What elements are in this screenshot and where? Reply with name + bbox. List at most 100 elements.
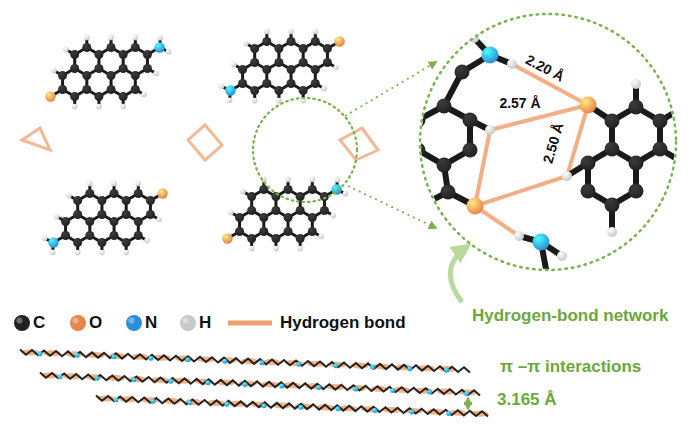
- atom: [444, 368, 449, 373]
- spacing-arrow: [467, 398, 469, 409]
- atom: [507, 59, 517, 69]
- chemical-bond: [412, 150, 418, 178]
- atom: [156, 217, 162, 223]
- atom: [131, 377, 136, 382]
- atom: [119, 50, 128, 59]
- atom: [607, 227, 617, 237]
- atom: [541, 273, 556, 288]
- chemical-bond: [420, 206, 440, 222]
- atom: [370, 365, 375, 370]
- atom: [157, 188, 167, 198]
- atom: [313, 29, 319, 35]
- molecular-chain: [40, 373, 480, 396]
- atom: [131, 71, 140, 80]
- atom: [249, 246, 255, 252]
- atom: [74, 353, 79, 358]
- atom: [242, 382, 247, 387]
- legend-label: H: [199, 313, 211, 333]
- atom: [58, 71, 67, 80]
- atom: [259, 185, 268, 194]
- legend-swatch: [70, 315, 86, 331]
- atom: [110, 217, 119, 226]
- atom: [227, 97, 233, 103]
- atom: [353, 386, 358, 391]
- atom: [131, 43, 140, 52]
- atom: [143, 64, 152, 73]
- atom: [136, 181, 142, 187]
- atom: [455, 65, 470, 80]
- stacked-layer: [20, 349, 470, 373]
- caption-label: Hydrogen-bond network: [472, 306, 668, 326]
- atom: [235, 213, 244, 222]
- atom: [629, 100, 644, 115]
- atom: [405, 171, 420, 186]
- atom: [107, 85, 116, 94]
- swatch-highlight: [183, 318, 189, 324]
- atom: [42, 236, 48, 242]
- atom: [433, 215, 448, 230]
- legend-label: O: [89, 313, 102, 333]
- legend-swatches: [14, 315, 272, 331]
- atom: [134, 189, 143, 198]
- atom: [581, 156, 596, 171]
- atom: [276, 98, 282, 104]
- hydrogen-bond: [188, 125, 222, 160]
- atom: [225, 85, 235, 95]
- atom: [308, 185, 317, 194]
- atom: [446, 411, 451, 416]
- atom: [131, 85, 140, 94]
- atom: [287, 79, 296, 88]
- molecule: [222, 177, 348, 252]
- atom: [296, 206, 305, 215]
- atom: [57, 374, 62, 379]
- atom: [146, 196, 155, 205]
- atom: [311, 65, 320, 74]
- atom: [94, 92, 103, 101]
- atom: [231, 62, 237, 68]
- atom: [323, 58, 332, 67]
- atom: [247, 206, 256, 215]
- atom: [437, 99, 452, 114]
- atom: [629, 156, 644, 171]
- atom: [111, 181, 117, 187]
- atom: [205, 380, 210, 385]
- atom: [247, 192, 256, 201]
- atom: [235, 227, 244, 236]
- atom: [333, 65, 339, 71]
- atom: [48, 237, 58, 247]
- atom: [141, 92, 147, 98]
- atom: [252, 98, 258, 104]
- atom: [274, 44, 283, 53]
- atom: [219, 84, 225, 90]
- atom: [153, 71, 159, 77]
- atom: [514, 231, 524, 241]
- zoom-guide: [345, 62, 436, 116]
- distance-label: 2.57 Å: [497, 95, 542, 111]
- atom: [73, 210, 82, 219]
- focus-circle: [253, 98, 357, 202]
- atom: [485, 125, 495, 135]
- atom: [168, 379, 173, 384]
- atom: [677, 100, 692, 115]
- atom: [150, 399, 155, 404]
- atom: [247, 234, 256, 243]
- atom: [311, 79, 320, 88]
- atom: [441, 185, 456, 200]
- atom: [299, 58, 308, 67]
- atom: [87, 181, 93, 187]
- atom: [285, 177, 291, 183]
- atom: [274, 86, 283, 95]
- atom: [653, 114, 668, 129]
- atom: [261, 403, 266, 408]
- atom: [82, 71, 91, 80]
- atom: [279, 383, 284, 388]
- atom: [110, 231, 119, 240]
- atom: [653, 142, 668, 157]
- atom: [70, 50, 79, 59]
- molecule: [219, 29, 345, 104]
- atom: [110, 189, 119, 198]
- atom: [464, 391, 469, 396]
- molecular-chain: [20, 350, 470, 373]
- atom: [259, 360, 264, 365]
- atom: [308, 213, 317, 222]
